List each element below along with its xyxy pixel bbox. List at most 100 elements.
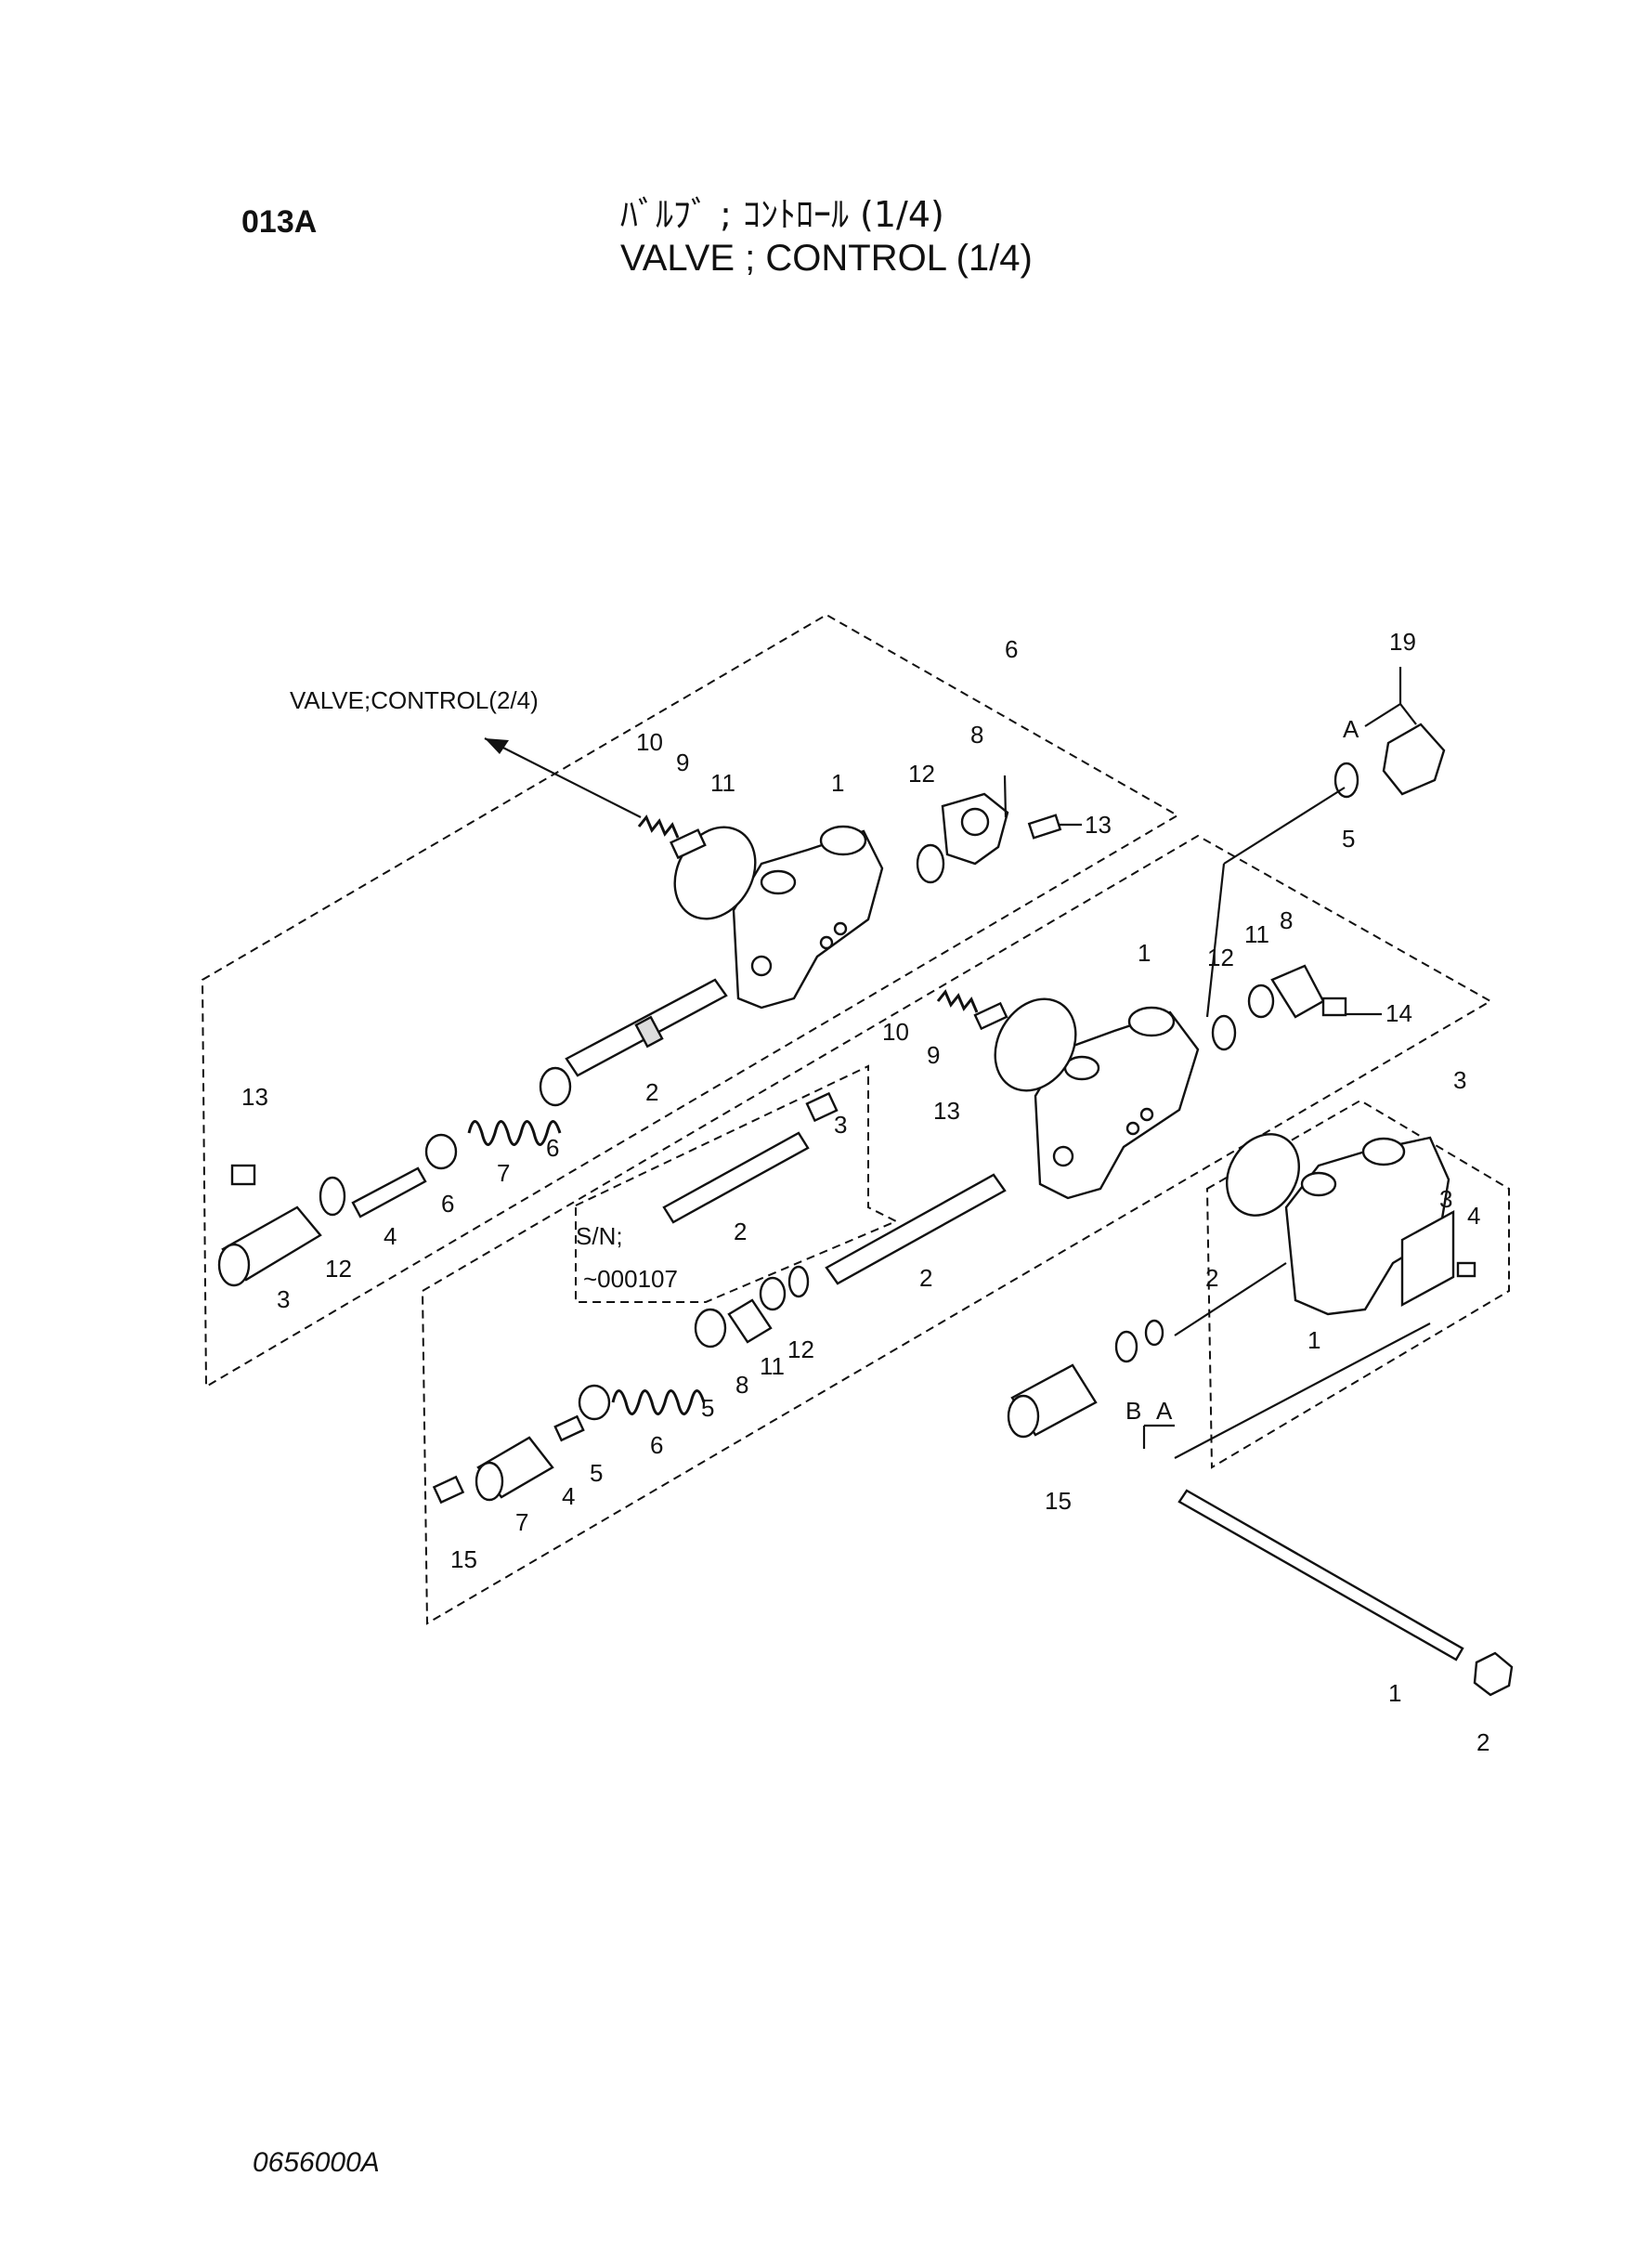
spool-2-sn-note <box>662 1131 810 1224</box>
callout-1-upper: 1 <box>831 769 844 797</box>
group-label-3: 3 <box>1453 1066 1466 1094</box>
sn-note-line2: ~000107 <box>583 1265 678 1293</box>
letter-a-lower: A <box>1156 1397 1173 1425</box>
callout-8-lower: 8 <box>735 1371 748 1399</box>
o-ring-a-upper <box>1333 762 1359 799</box>
callout-6-lower: 6 <box>650 1431 663 1459</box>
seat-5-lower-a <box>694 1308 727 1348</box>
callout-2-sn: 2 <box>734 1218 747 1245</box>
spring-10-upper <box>637 814 680 839</box>
ref-label: VALVE;CONTROL(2/4) <box>290 686 539 714</box>
plug-9-middle <box>973 1001 1008 1031</box>
valve-body-middle <box>1034 1006 1200 1200</box>
group-6-boundary <box>201 613 1179 1388</box>
ref-arrow-line <box>484 737 642 818</box>
spool-2-middle <box>825 1173 1007 1285</box>
flange-8-middle <box>1270 964 1325 1019</box>
callout-9-middle: 9 <box>927 1041 940 1069</box>
callout-5-lower-b: 5 <box>590 1459 603 1487</box>
cap-3-upper <box>217 1205 322 1287</box>
callout-11-middle: 11 <box>1244 920 1269 948</box>
callout-13-left: 13 <box>241 1083 268 1111</box>
spool-2-upper <box>565 978 728 1077</box>
o-ring-12-upper <box>916 843 945 884</box>
o-ring-11-small-middle <box>1247 984 1275 1019</box>
flange-upper <box>941 792 1009 866</box>
screw-4-right <box>1456 1261 1476 1278</box>
callout-3-right: 3 <box>1439 1185 1452 1213</box>
seat-6-upper-b <box>424 1133 458 1170</box>
callout-2-upper: 2 <box>645 1078 658 1106</box>
callout-2-right: 2 <box>1205 1264 1218 1292</box>
callout-4-lower: 4 <box>562 1482 575 1510</box>
spring-6-lower <box>611 1389 706 1415</box>
link-a-right <box>1174 1262 1287 1336</box>
group-label-6: 6 <box>1005 635 1018 663</box>
cap-7-lower <box>475 1436 554 1502</box>
callout-12-lower: 12 <box>787 1335 814 1363</box>
callout-13-middle: 13 <box>933 1097 960 1125</box>
spring-10-middle <box>936 989 979 1013</box>
callout-12-upper: 12 <box>908 760 935 788</box>
o-ring-11-middle <box>994 997 1077 1092</box>
section-code: 013A <box>241 204 318 240</box>
group-label-19: 19 <box>1389 628 1416 656</box>
callout-2-nut: 2 <box>1476 1728 1489 1756</box>
callout-6-upper-b: 6 <box>441 1190 454 1218</box>
callout-3-sn: 3 <box>834 1111 847 1139</box>
plate-3-right <box>1400 1209 1455 1308</box>
o-ring-12-lower <box>787 1265 810 1298</box>
o-ring-12-middle <box>1211 1014 1237 1051</box>
seat-5-lower-b <box>578 1384 611 1421</box>
screw-13-upper <box>1027 814 1062 840</box>
callout-14-middle: 14 <box>1385 999 1412 1027</box>
callout-3-upper: 3 <box>277 1285 290 1313</box>
callout-15-right: 15 <box>1045 1487 1072 1515</box>
group-5-boundary <box>421 834 1493 1625</box>
callout-2-middle: 2 <box>919 1264 932 1292</box>
sn-note-line1: S/N; <box>576 1222 623 1250</box>
callout-9-upper: 9 <box>676 749 689 776</box>
plug-3-sn-note <box>805 1091 839 1123</box>
callout-7-upper: 7 <box>497 1159 510 1187</box>
title-japanese: ﾊﾞﾙﾌﾞ ; ｺﾝﾄﾛｰﾙ (1/4) <box>620 194 944 235</box>
callout-11-upper: 11 <box>710 769 735 797</box>
plate-8-lower <box>727 1298 773 1344</box>
o-ring-11-lower <box>759 1276 787 1311</box>
stopper-4-upper <box>351 1166 427 1218</box>
o-ring-12-left <box>319 1176 346 1217</box>
callout-1-middle: 1 <box>1138 939 1151 967</box>
group-3-boundary <box>1205 1099 1510 1469</box>
callout-15-lower: 15 <box>450 1545 477 1573</box>
link-bolt-body <box>1174 1322 1431 1459</box>
plug-9-upper <box>670 828 707 860</box>
link-a-19 <box>1223 787 1346 865</box>
callout-12-middle: 12 <box>1207 944 1234 971</box>
callout-7-lower: 7 <box>515 1508 528 1536</box>
valve-body-upper <box>732 825 884 1010</box>
stopper-4-lower <box>553 1414 585 1442</box>
tie-bolt-1 <box>1177 1489 1464 1661</box>
callout-1-bolt: 1 <box>1388 1679 1401 1707</box>
callout-4-right: 4 <box>1467 1202 1480 1230</box>
callout-13-upper: 13 <box>1085 811 1112 839</box>
callout-11-lower: 11 <box>760 1352 785 1380</box>
sn-note-boundary <box>575 1064 899 1303</box>
connector-19 <box>1382 723 1446 796</box>
plug-14-middle <box>1321 997 1347 1017</box>
nut-2 <box>1473 1651 1514 1697</box>
spring-7-upper <box>467 1120 562 1146</box>
callout-1-right: 1 <box>1307 1326 1320 1354</box>
link-a-body <box>1205 863 1226 1018</box>
o-ring-b <box>1114 1330 1138 1363</box>
valve-body-right <box>1284 1136 1450 1316</box>
screw-13-left <box>230 1164 256 1186</box>
callout-10-upper: 10 <box>636 728 663 756</box>
relief-valve-15 <box>1007 1363 1098 1439</box>
callout-8-middle: 8 <box>1280 906 1293 934</box>
ref-arrow-head <box>485 738 509 754</box>
callout-4-upper: 4 <box>384 1222 397 1250</box>
seat-6-upper-a <box>539 1066 572 1107</box>
callout-10-middle: 10 <box>882 1018 909 1046</box>
